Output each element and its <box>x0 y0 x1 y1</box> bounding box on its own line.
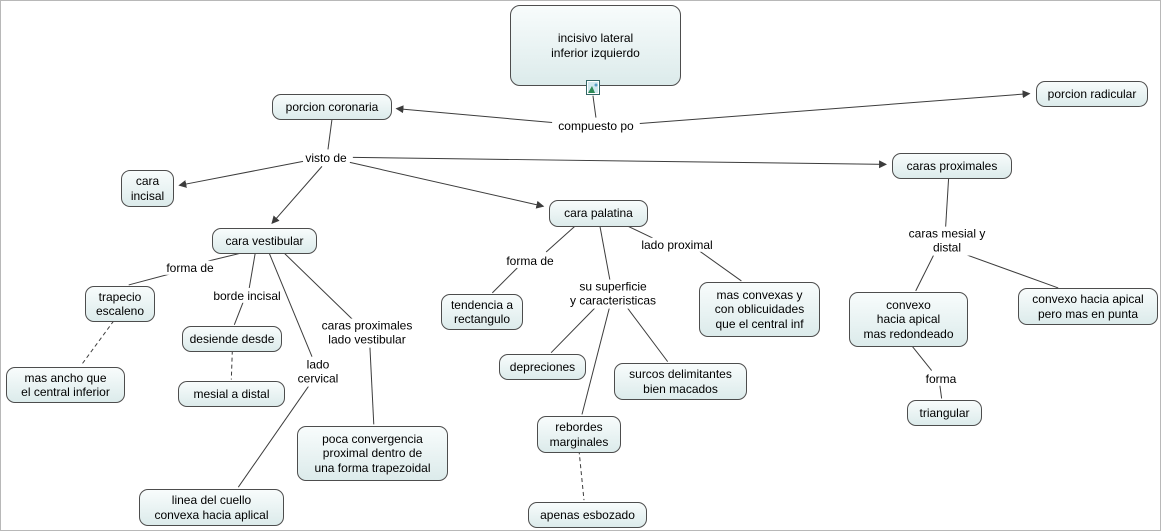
node-surcos-delimitantes[interactable]: surcos delimitantes bien macados <box>614 363 747 400</box>
edge-compuesto-porcion-coronaria <box>395 105 553 124</box>
node-cara-incisal[interactable]: cara incisal <box>121 170 174 207</box>
link-borde-incisal[interactable]: borde incisal <box>211 288 283 304</box>
link-lado-proximal[interactable]: lado proximal <box>639 237 715 253</box>
edge-borde-incisal-desiende <box>233 301 244 325</box>
edge-superficie-surcos <box>625 305 669 362</box>
node-mas-ancho[interactable]: mas ancho que el central inferior <box>6 367 125 403</box>
link-forma[interactable]: forma <box>923 371 959 387</box>
edge-trapecio-mas-ancho <box>80 320 115 366</box>
edge-vestibular-borde-incisal <box>248 252 256 288</box>
edge-compuesto-porcion-radicular <box>639 90 1031 125</box>
edge-palatina-forma-de <box>545 225 576 253</box>
edge-lado-proximal-mas-convexas <box>699 250 742 282</box>
node-poca-convergencia[interactable]: poca convergencia proximal dentro de una… <box>297 426 448 481</box>
edge-forma-de-tendencia <box>491 267 518 294</box>
node-incisivo-lateral[interactable]: incisivo lateral inferior izquierdo <box>510 5 681 86</box>
edge-rebordes-apenas <box>578 450 585 501</box>
link-visto-de[interactable]: visto de <box>303 150 349 166</box>
edge-porcion-coronaria-visto-de <box>327 119 333 150</box>
link-su-superficie[interactable]: su superficie y caracteristicas <box>567 279 659 309</box>
edge-vestibular-lado-cervical <box>268 252 313 357</box>
edge-proximales-mesial-distal <box>945 178 950 228</box>
edge-visto-de-caras-proximales <box>352 156 888 169</box>
node-linea-del-cuello[interactable]: linea del cuello convexa hacia aplical <box>139 489 284 526</box>
node-convexo-redondeado[interactable]: convexo hacia apical mas redondeado <box>849 292 968 347</box>
link-compuesto-po[interactable]: compuesto po <box>556 118 636 134</box>
edge-superficie-rebordes <box>581 305 611 415</box>
edge-visto-de-cara-palatina <box>349 161 545 209</box>
node-trapecio-escaleno[interactable]: trapecio escaleno <box>85 286 155 322</box>
edge-palatina-lado-proximal <box>627 225 653 239</box>
node-caras-proximales[interactable]: caras proximales <box>892 153 1012 179</box>
edge-caras-prox-vest-poca-convergencia <box>369 344 375 425</box>
node-mesial-a-distal[interactable]: mesial a distal <box>178 381 285 407</box>
node-mas-convexas[interactable]: mas convexas y con oblicuidades que el c… <box>699 282 820 337</box>
edge-vestibular-caras-prox-vest <box>283 252 354 321</box>
node-convexo-punta[interactable]: convexo hacia apical pero mas en punta <box>1018 288 1158 325</box>
edge-visto-de-cara-incisal <box>178 160 304 188</box>
node-apenas-esbozado[interactable]: apenas esbozado <box>528 502 647 528</box>
node-depreciones[interactable]: depreciones <box>499 354 586 380</box>
node-triangular[interactable]: triangular <box>907 400 982 426</box>
link-forma-de-palatina[interactable]: forma de <box>504 253 556 269</box>
link-forma-de-vestibular[interactable]: forma de <box>164 260 216 276</box>
link-caras-proximales-lado-vestibular[interactable]: caras proximales lado vestibular <box>319 318 415 348</box>
edge-root-compuesto <box>592 95 597 118</box>
edge-vestibular-forma-de <box>208 252 242 262</box>
link-caras-mesial-y-distal[interactable]: caras mesial y distal <box>906 226 988 256</box>
edge-convexo-forma <box>911 345 933 371</box>
node-cara-palatina[interactable]: cara palatina <box>549 200 648 227</box>
edge-desiende-mesial <box>230 350 233 380</box>
edge-visto-de-cara-vestibular <box>271 166 323 225</box>
resource-icon[interactable] <box>586 80 600 95</box>
node-cara-vestibular[interactable]: cara vestibular <box>212 228 317 254</box>
node-tendencia-rectangulo[interactable]: tendencia a rectangulo <box>441 294 523 330</box>
node-porcion-coronaria[interactable]: porcion coronaria <box>272 94 392 120</box>
node-porcion-radicular[interactable]: porcion radicular <box>1036 81 1148 107</box>
node-desiende-desde[interactable]: desiende desde <box>182 326 282 352</box>
edge-superficie-depreciones <box>550 305 598 354</box>
edge-palatina-su-superficie <box>599 226 611 281</box>
edge-lado-cervical-linea-cuello <box>237 385 310 488</box>
node-rebordes-marginales[interactable]: rebordes marginales <box>537 416 621 453</box>
link-lado-cervical[interactable]: lado cervical <box>295 357 341 387</box>
edge-mesial-distal-convexo-punta <box>961 252 1059 289</box>
edge-mesial-distal-convexo-redondeado <box>915 252 936 292</box>
